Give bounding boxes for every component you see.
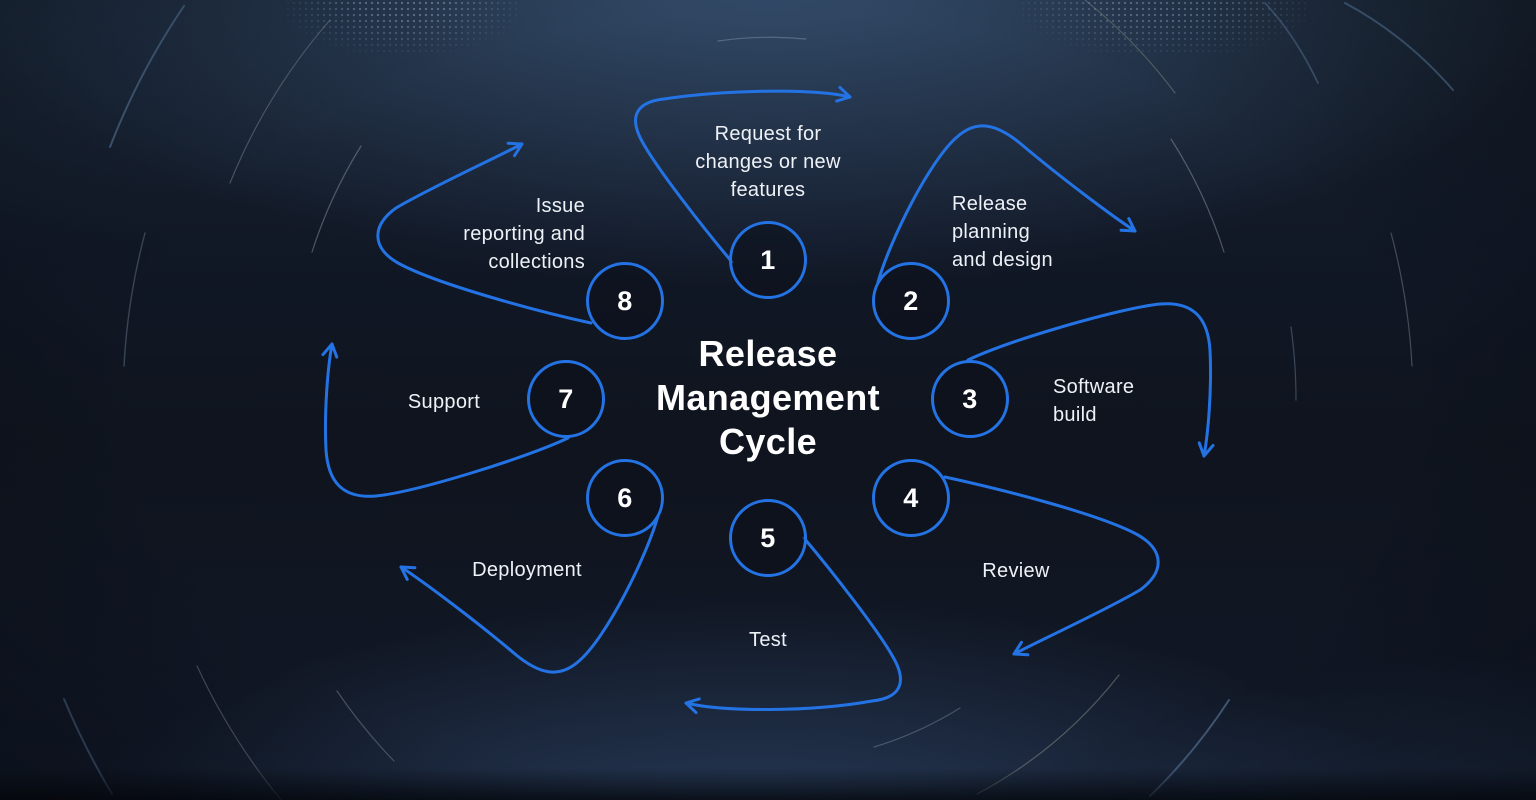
step-7-label: Support	[407, 391, 481, 413]
step-3-label: Software build	[1053, 376, 1135, 426]
step-8-circle: 8	[586, 262, 664, 340]
step-3-circle: 3	[931, 360, 1009, 438]
cycle-title: Release Management Cycle	[655, 333, 881, 462]
step-8-label: Issue reporting and collections	[463, 195, 585, 273]
step-5-number: 5	[760, 522, 776, 553]
step-2-circle: 2	[872, 262, 950, 340]
step-6-number: 6	[617, 482, 633, 513]
step-4-circle: 4	[872, 459, 950, 537]
step-4-label: Review	[982, 560, 1050, 582]
step-7-number: 7	[558, 383, 574, 414]
step-5-circle: 5	[729, 499, 807, 577]
step-1-circle: 1	[729, 221, 807, 299]
step-1-label: Request for changes or new features	[695, 123, 841, 201]
step-2-number: 2	[903, 285, 919, 316]
step-7-circle: 7	[527, 360, 605, 438]
arrow-step6-to-step7	[399, 514, 660, 674]
step-4-number: 4	[903, 482, 919, 513]
arrow-step7-to-step8	[321, 342, 570, 498]
step-6-label: Deployment	[472, 559, 582, 581]
step-1-number: 1	[760, 244, 776, 275]
step-3-number: 3	[962, 383, 978, 414]
step-6-circle: 6	[586, 459, 664, 537]
step-8-number: 8	[617, 285, 633, 316]
step-2-label: Release planning and design	[952, 193, 1053, 271]
step-5-label: Test	[749, 629, 787, 651]
